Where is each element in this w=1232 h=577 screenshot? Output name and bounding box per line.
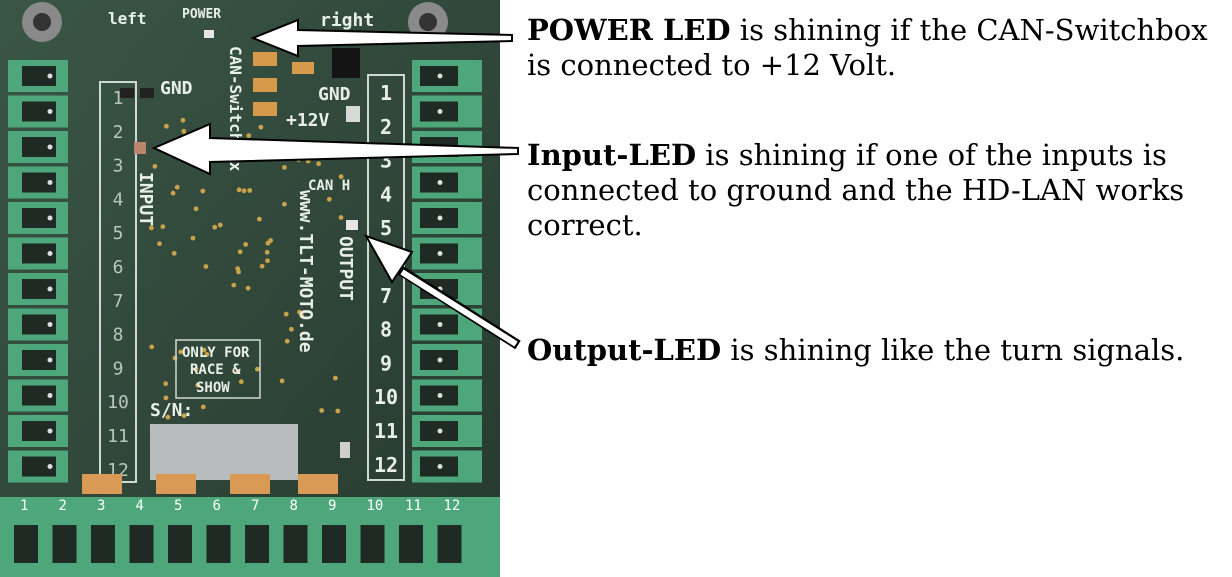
right-terminal-number: 10 [374, 385, 398, 409]
terminal-slot [322, 525, 346, 563]
right-terminal-number: 2 [380, 115, 392, 139]
terminal-slot [437, 525, 462, 563]
right-terminal-number: 8 [380, 318, 392, 342]
annotation-output-text: is shining like the turn signals. [721, 333, 1185, 367]
capacitor [292, 62, 314, 74]
silk-race: RACE & [190, 362, 241, 378]
terminal-slot [283, 525, 308, 563]
silk-vertical-url: www.TLT-MOTO.de [295, 190, 316, 353]
silk-vertical-brand: CAN-Switchbox [226, 46, 245, 172]
silk-show: SHOW [196, 380, 230, 396]
capacitor [253, 52, 277, 66]
bottom-terminal-number: 5 [174, 498, 182, 514]
capacitor [253, 102, 277, 116]
right-terminal-number: 12 [374, 453, 398, 477]
terminal-slot [14, 525, 38, 563]
left-terminal-number: 5 [113, 223, 124, 244]
right-terminal-number: 11 [374, 419, 398, 443]
silk-gnd-left: GND [160, 78, 193, 99]
terminal-slot [168, 525, 192, 563]
annotation-input-bold: Input-LED [527, 138, 697, 172]
terminal-slot [52, 525, 77, 563]
silk-canh: CAN H [308, 178, 350, 194]
left-terminal-number: 3 [113, 156, 124, 177]
right-terminal-number: 1 [380, 81, 392, 105]
bottom-terminal-number: 6 [213, 498, 221, 514]
jumper-pad [230, 474, 270, 494]
silk-sn: S/N: [150, 400, 193, 421]
left-terminal-number: 8 [113, 325, 124, 346]
silk-gnd-right: GND [318, 84, 351, 105]
right-terminal-number: 4 [380, 182, 392, 206]
left-terminal-number: 1 [113, 88, 124, 109]
jumper-pad [156, 474, 196, 494]
bottom-terminal-number: 11 [405, 498, 422, 514]
bottom-terminal-number: 2 [59, 498, 67, 514]
capacitor [253, 78, 277, 92]
bottom-terminal-number: 8 [290, 498, 298, 514]
input-led [134, 142, 146, 154]
annotation-power-text: is shining if the CAN-Switchbox is conne… [527, 13, 1208, 82]
terminal-slot [91, 525, 115, 563]
left-terminal-number: 11 [107, 426, 129, 447]
annotation-input-led: Input-LED is shining if one of the input… [527, 138, 1227, 243]
right-terminal-number: 9 [380, 351, 392, 375]
terminal-slot [360, 525, 385, 563]
output-led [346, 220, 358, 230]
right-terminal-number: 3 [380, 149, 392, 173]
terminal-slot [129, 525, 154, 563]
silk-left: left [108, 9, 147, 28]
left-terminal-number: 9 [113, 358, 124, 379]
right-terminal-number: 6 [380, 250, 392, 274]
left-terminal-number: 2 [113, 122, 124, 143]
serial-label-plate [150, 424, 298, 480]
bottom-terminal-number: 1 [20, 498, 28, 514]
terminal-slot [399, 525, 423, 563]
jumper-pad [298, 474, 338, 494]
left-terminal-strip [8, 60, 68, 483]
left-terminal-number: 4 [113, 189, 124, 210]
annotation-power-bold: POWER LED [527, 13, 731, 47]
silk-only-for: ONLY FOR [182, 345, 250, 361]
bottom-terminal-number: 10 [367, 498, 384, 514]
bottom-terminal-number: 7 [251, 498, 259, 514]
smd-part [120, 88, 134, 98]
silk-input: INPUT [135, 172, 156, 226]
bottom-terminal-number: 12 [444, 498, 461, 514]
bottom-terminal-number: 4 [136, 498, 144, 514]
power-led [204, 30, 214, 38]
left-terminal-number: 7 [113, 291, 124, 312]
annotation-output-led: Output-LED is shining like the turn sign… [527, 333, 1217, 368]
bottom-terminal-number: 3 [97, 498, 105, 514]
bottom-terminal-number: 9 [328, 498, 336, 514]
right-terminal-number: 7 [380, 284, 392, 308]
silk-output: OUTPUT [335, 236, 356, 301]
terminal-slot [245, 525, 269, 563]
smd-part [346, 106, 360, 122]
annotation-input-text: is shining if one of the inputs is conne… [527, 138, 1185, 242]
jumper-pad [82, 474, 122, 494]
right-terminal-number: 5 [380, 216, 392, 240]
annotation-power-led: POWER LED is shining if the CAN-Switchbo… [527, 13, 1217, 83]
via-holes [149, 117, 344, 420]
silk-power: POWER [182, 7, 221, 22]
regulator-chip [332, 48, 360, 78]
left-terminal-number: 6 [113, 257, 124, 278]
silk-right: right [320, 10, 374, 31]
terminal-slot [206, 525, 231, 563]
left-terminal-number: 10 [107, 392, 129, 413]
smd-part [140, 88, 154, 98]
annotation-output-bold: Output-LED [527, 333, 722, 367]
smd-part [340, 442, 350, 458]
silk-12v: +12V [286, 110, 330, 131]
